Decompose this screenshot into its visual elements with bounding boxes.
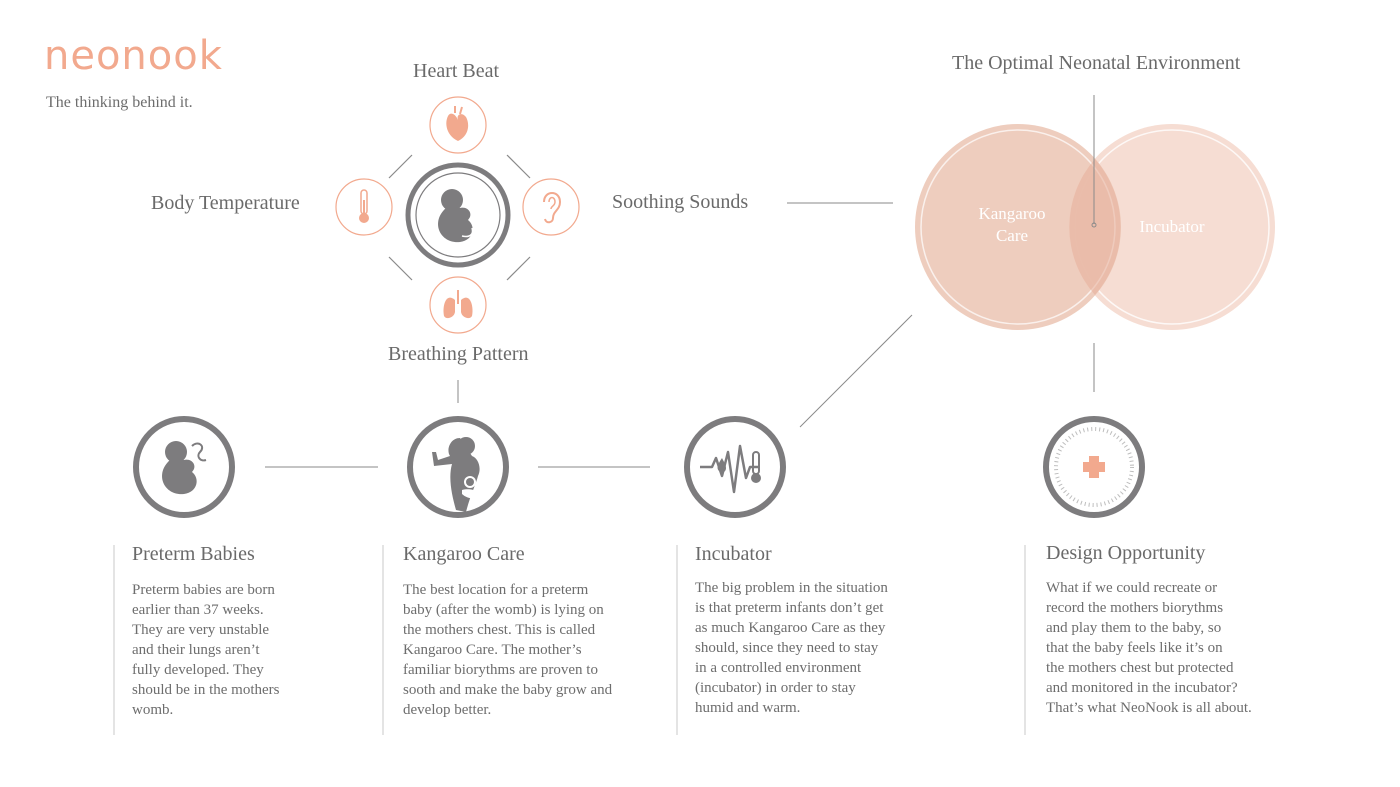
text-line: They are very unstable (132, 622, 270, 638)
venn-diagram (915, 95, 1275, 330)
soothing-sounds-label: Soothing Sounds (612, 191, 749, 213)
mother-baby-icon (407, 416, 509, 518)
text-line: Kangaroo Care. The mother’s (403, 642, 582, 658)
body-temperature-label: Body Temperature (151, 192, 300, 214)
heart-icon (429, 96, 487, 154)
text-line: (incubator) in order to stay (695, 680, 856, 696)
text-line: the mothers chest but protected (1046, 660, 1234, 676)
biorhythm-connectors (388, 154, 531, 281)
text-line: and their lungs aren’t (132, 642, 260, 658)
ear-icon (522, 178, 580, 236)
text-line: baby (after the womb) is lying on (403, 602, 604, 618)
kangaroo-care-heading: Kangaroo Care (403, 543, 525, 565)
text-line: in a controlled environment (695, 660, 862, 676)
text-line: The big problem in the situation (695, 580, 888, 596)
brand-tagline: The thinking behind it. (46, 94, 193, 111)
text-line: humid and warm. (695, 700, 801, 716)
text-line: should be in the mothers (132, 682, 280, 698)
preterm-baby-icon (133, 416, 235, 518)
thermometer-icon (335, 178, 393, 236)
text-line: should, since they need to stay (695, 640, 879, 656)
text-line: is that preterm infants don’t get (695, 600, 884, 616)
text-line: develop better. (403, 702, 492, 718)
medical-cross-icon (1043, 416, 1145, 518)
text-line: The best location for a preterm (403, 582, 589, 598)
text-line: sooth and make the baby grow and (403, 682, 613, 698)
incubator-monitor-icon (684, 416, 786, 518)
preterm-babies-heading: Preterm Babies (132, 543, 255, 565)
text-line: the mothers chest. This is called (403, 622, 596, 638)
text-line: familiar biorythms are proven to (403, 662, 598, 678)
fetus-icon (405, 162, 511, 268)
text-line: as much Kangaroo Care as they (695, 620, 886, 636)
text-line: womb. (132, 702, 174, 718)
venn-incubator-label: Incubator (1139, 217, 1205, 236)
venn-kangaroo-line2: Care (995, 226, 1029, 245)
text-line: record the mothers biorythms (1046, 600, 1224, 616)
venn-kangaroo-line1: Kangaroo (978, 204, 1046, 223)
venn-kangaroo-circle (915, 124, 1121, 330)
text-line: and play them to the baby, so (1046, 620, 1222, 636)
venn-incubator-circle (1069, 124, 1275, 330)
venn-title: The Optimal Neonatal Environment (952, 52, 1241, 74)
text-line: that the baby feels like it’s on (1046, 640, 1223, 656)
lungs-icon (429, 276, 487, 334)
kangaroo-care-text: The best location for a preterm baby (af… (403, 580, 673, 720)
design-opportunity-heading: Design Opportunity (1046, 542, 1206, 564)
breathing-pattern-label: Breathing Pattern (388, 343, 529, 365)
preterm-babies-text: Preterm babies are born earlier than 37 … (132, 580, 372, 720)
incubator-text: The big problem in the situation is that… (695, 578, 985, 718)
text-line: fully developed. They (132, 662, 264, 678)
text-line: and monitored in the incubator? (1046, 680, 1238, 696)
text-line: Preterm babies are born (132, 582, 275, 598)
heart-beat-label: Heart Beat (413, 60, 500, 82)
text-line: earlier than 37 weeks. (132, 602, 264, 618)
venn-kangaroo-label: Kangaroo Care (962, 203, 1062, 247)
text-line: That’s what NeoNook is all about. (1046, 700, 1252, 716)
brand-logo: neonook (44, 33, 223, 79)
incubator-to-venn-connector (799, 314, 913, 428)
incubator-heading: Incubator (695, 543, 772, 565)
design-opportunity-text: What if we could recreate or record the … (1046, 578, 1346, 718)
text-line: What if we could recreate or (1046, 580, 1218, 596)
